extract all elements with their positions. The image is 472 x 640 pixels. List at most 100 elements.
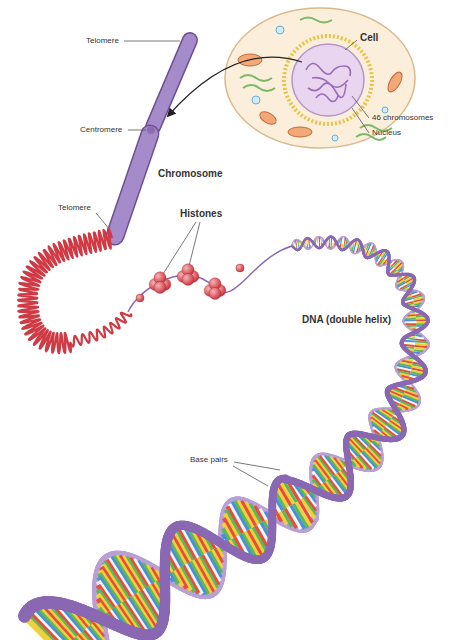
mitochondrion — [258, 109, 279, 127]
base-pair — [311, 243, 312, 246]
base-pair — [353, 240, 354, 245]
base-pair — [350, 245, 352, 248]
dna-strand — [338, 246, 341, 249]
dna-strand — [337, 245, 340, 248]
chromosome-illustration — [115, 40, 190, 236]
dna-strand — [359, 248, 363, 251]
dna-strand — [350, 241, 353, 244]
dna-strand — [297, 249, 300, 252]
dna-strand — [295, 249, 298, 252]
dna-strand — [330, 236, 333, 239]
zoom-arrow — [168, 57, 302, 116]
dna-strand — [292, 246, 295, 249]
dna-strand — [387, 265, 390, 269]
dna-strand — [369, 255, 373, 258]
leader-line — [233, 466, 268, 486]
chromosome-arm — [115, 134, 150, 236]
vesicle — [252, 96, 260, 104]
dna-strand — [331, 236, 334, 239]
base-pair — [415, 344, 428, 345]
dna-strand — [298, 248, 301, 251]
base-pair — [349, 243, 350, 245]
dna-strand — [382, 249, 386, 252]
dna-strand — [316, 246, 319, 249]
base-pair — [319, 237, 320, 242]
base-pair — [404, 320, 416, 322]
base-pair — [277, 514, 282, 522]
dna-strand — [339, 247, 342, 250]
dna-strand — [314, 244, 317, 247]
dna-strand — [401, 301, 405, 305]
dna-strand — [387, 252, 390, 256]
dna-strand — [351, 240, 354, 243]
dna-strand — [338, 247, 341, 250]
chromosome-arm — [153, 40, 190, 127]
base-pair — [416, 317, 427, 319]
base-pair — [398, 406, 405, 409]
dna-strand — [378, 250, 382, 253]
dna-strand — [315, 245, 318, 248]
dna-strand — [356, 238, 359, 241]
histone — [209, 287, 221, 299]
dna-strand — [401, 344, 406, 349]
base-pair — [383, 261, 386, 265]
base-pair — [414, 301, 423, 303]
base-pair — [407, 336, 416, 337]
endoplasmic-reticulum — [240, 18, 392, 141]
base-pair — [384, 252, 388, 258]
leader-line — [124, 41, 180, 42]
chromatin-fiber — [70, 313, 131, 347]
histone — [182, 273, 194, 285]
base-pair — [341, 244, 343, 250]
base-pair — [340, 238, 342, 243]
vesicle — [332, 135, 338, 141]
vesicle — [382, 107, 388, 113]
dna-strand — [349, 242, 352, 245]
dna-strand — [304, 238, 307, 241]
dna-strand — [337, 244, 340, 247]
dna-strand — [322, 243, 325, 246]
base-pair — [349, 244, 350, 246]
dna-strand — [326, 237, 329, 240]
base-pair — [405, 288, 409, 290]
base-pair — [415, 341, 428, 344]
base-pair — [297, 240, 299, 245]
base-pair — [415, 337, 424, 338]
dna-strand — [303, 244, 306, 247]
base-pair — [327, 243, 328, 247]
base-pair — [405, 359, 413, 360]
cell-membrane — [225, 8, 415, 148]
base-pair — [304, 240, 306, 243]
base-pair — [386, 257, 389, 261]
dna-strand — [299, 247, 302, 250]
base-pair — [371, 246, 374, 252]
dna-strand — [363, 254, 366, 257]
dna-strand — [322, 242, 325, 245]
dna-strand — [325, 243, 328, 246]
dna-strand — [384, 249, 388, 252]
base-pair — [373, 248, 375, 253]
base-pair — [315, 240, 316, 243]
dna-strand — [318, 247, 321, 250]
base-pair — [346, 240, 348, 244]
dna-strand — [299, 241, 302, 244]
base-pair — [296, 245, 298, 250]
dna-strand — [308, 238, 311, 241]
leader-line — [234, 462, 280, 470]
dna-strand — [421, 311, 426, 315]
base-pair — [294, 246, 296, 249]
base-pair — [338, 240, 340, 243]
dna-strand — [343, 248, 346, 251]
base-pair — [405, 321, 416, 323]
base-pair — [74, 639, 106, 640]
base-pair — [77, 636, 106, 640]
base-pair — [342, 237, 344, 243]
base-pair — [402, 287, 408, 290]
dna-strand — [313, 243, 316, 246]
base-pair — [327, 239, 328, 243]
histone-beads — [136, 264, 244, 302]
histone — [136, 294, 144, 302]
mitochondrion — [385, 70, 405, 94]
base-pair — [304, 244, 306, 247]
dna-strand — [379, 250, 383, 253]
